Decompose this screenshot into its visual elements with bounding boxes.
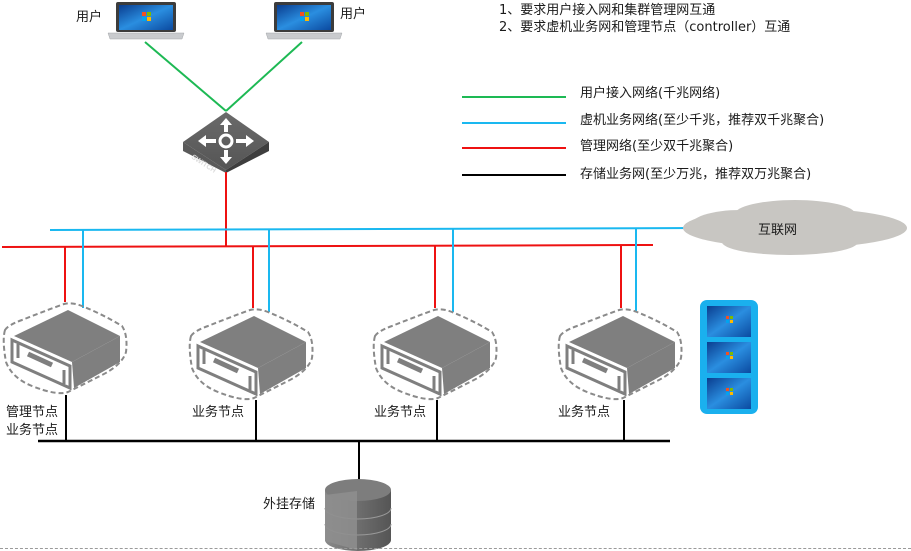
page-boundary bbox=[0, 548, 911, 549]
legend-label-vm-net: 虚机业务网络(至少千兆，推荐双千兆聚合) bbox=[580, 113, 825, 128]
node-uplinks bbox=[64, 229, 637, 312]
node-label: 管理节点 bbox=[6, 405, 59, 420]
legend-label-storage-net: 存储业务网(至少万兆，推荐双万兆聚合) bbox=[580, 167, 812, 182]
user-link-left bbox=[144, 41, 227, 112]
vm-desktop-icon bbox=[707, 306, 751, 337]
internet-label: 互联网 bbox=[758, 223, 798, 238]
legend-swatches bbox=[462, 96, 566, 176]
mgmt-network-bus bbox=[1, 244, 654, 248]
server-node-icon bbox=[557, 308, 683, 401]
user-access-links bbox=[144, 41, 303, 112]
storage-disk-icon bbox=[324, 479, 392, 551]
requirement-2: 2、要求虚机业务网和管理节点（controller）互通 bbox=[499, 20, 791, 35]
requirement-1: 1、要求用户接入网和集群管理网互通 bbox=[499, 3, 716, 18]
vm-desktop-icon bbox=[707, 342, 751, 373]
vm-desktop-icon bbox=[707, 378, 751, 409]
legend-label-mgmt-net: 管理网络(至少双千兆聚合) bbox=[580, 139, 734, 154]
user-label: 用户 bbox=[76, 10, 103, 25]
server-node-icon bbox=[188, 308, 314, 401]
laptop-icon bbox=[107, 2, 185, 40]
server-node-icon bbox=[2, 302, 128, 395]
legend-label-user-net: 用户接入网络(千兆网络) bbox=[580, 86, 721, 101]
node-label: 业务节点 bbox=[6, 423, 59, 438]
server-node-icon bbox=[372, 308, 498, 401]
virtual-machines-panel bbox=[700, 300, 758, 414]
vm-network-bus bbox=[49, 227, 701, 231]
node-label: 业务节点 bbox=[192, 405, 245, 420]
user-label: 用户 bbox=[340, 7, 367, 22]
switch-icon: SWITCH bbox=[183, 112, 269, 175]
laptop-icon bbox=[265, 2, 343, 40]
internet-cloud-icon bbox=[683, 200, 907, 255]
storage-node-links bbox=[65, 395, 625, 441]
node-label: 业务节点 bbox=[374, 405, 427, 420]
node-label: 业务节点 bbox=[558, 405, 611, 420]
storage-label: 外挂存储 bbox=[263, 497, 316, 512]
user-link-right bbox=[225, 41, 303, 112]
